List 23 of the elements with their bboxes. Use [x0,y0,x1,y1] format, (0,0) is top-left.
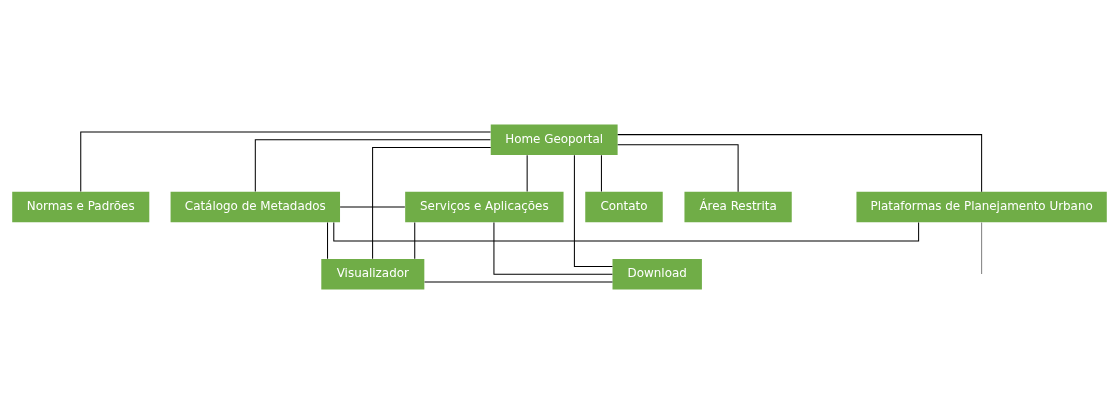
connector [333,221,920,242]
node-box: Normas e Padrões [12,191,150,222]
connector [573,154,613,267]
connector [414,221,416,259]
connector [372,146,492,259]
connector [526,154,528,192]
node-box: Contato [585,191,663,222]
node-box: Visualizador [321,258,425,290]
node-box: Área Restrita [684,191,792,222]
connector [80,131,492,192]
connector [617,143,739,192]
node-box: Plataformas de Planejamento Urbano [856,191,1107,222]
connector [493,221,613,275]
node-box: Catálogo de Metadados [170,191,341,222]
connector [617,133,983,192]
connector [327,221,329,259]
node-box: Serviços e Aplicações [405,191,564,222]
connector [339,206,406,207]
node-box: Home Geoportal [490,123,618,155]
connector [600,154,602,192]
node-box: Download [612,258,702,290]
connector [254,138,491,192]
connector [981,221,983,274]
